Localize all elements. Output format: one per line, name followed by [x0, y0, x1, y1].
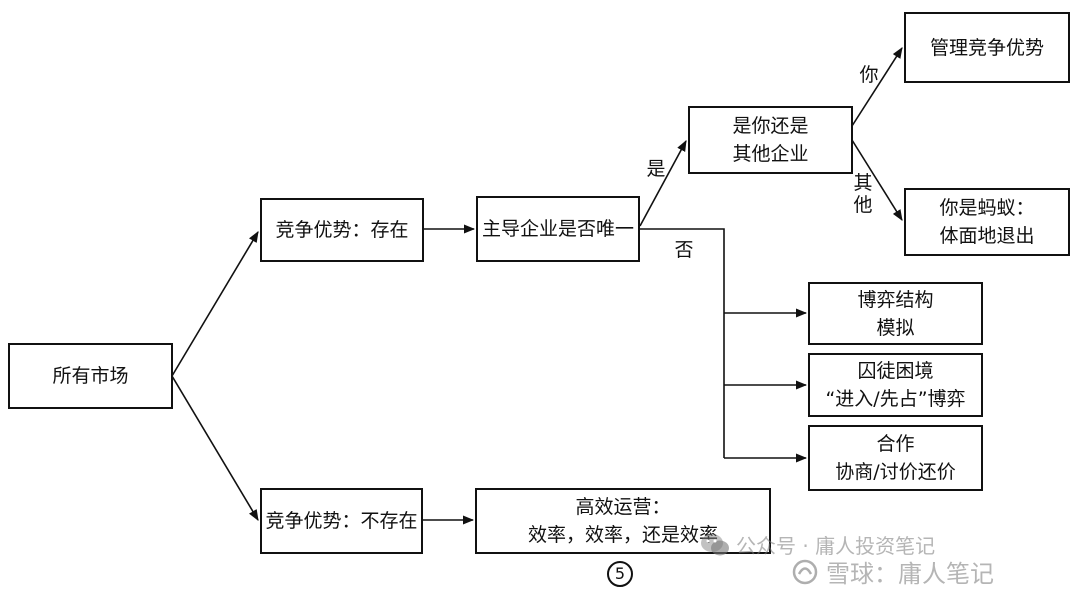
- edge-label-other: 其 他: [853, 172, 873, 216]
- wechat-icon: [701, 533, 729, 555]
- node-game-structure: 博弈结构 模拟: [808, 282, 983, 345]
- edge-label-no: 否: [674, 239, 694, 261]
- edge-all-to-not-exists: [171, 375, 259, 521]
- edge-other-to-ant: [851, 139, 903, 221]
- watermark: 公众号 · 庸人投资笔记: [700, 530, 935, 559]
- node-advantage-exists: 竞争优势：存在: [260, 198, 424, 262]
- edge-label-you: 你: [859, 64, 879, 86]
- edge-no-trunk: [640, 228, 725, 458]
- watermark-wechat-text: 公众号 · 庸人投资笔记: [736, 534, 936, 558]
- edge-you-to-manage: [851, 47, 903, 127]
- watermark-xueqiu: 雪球：庸人笔记: [790, 554, 994, 589]
- node-ant-exit: 你是蚂蚁： 体面地退出: [904, 188, 1070, 256]
- node-all-markets: 所有市场: [8, 343, 173, 409]
- node-you-or-other: 是你还是 其他企业: [688, 106, 853, 174]
- watermark-xueqiu-text: 雪球：庸人笔记: [826, 560, 994, 588]
- edge-label-yes: 是: [646, 158, 666, 180]
- node-prisoners-dilemma: 囚徒困境 “进入/先占”博弈: [808, 353, 983, 417]
- page-number: 5: [607, 561, 633, 587]
- node-dominant-unique: 主导企业是否唯一: [476, 196, 640, 262]
- node-manage-advantage: 管理竞争优势: [904, 12, 1070, 83]
- snowball-icon: [792, 559, 818, 584]
- node-advantage-not-exists: 竞争优势：不存在: [260, 488, 423, 554]
- edge-all-to-exists: [171, 231, 259, 377]
- node-cooperate: 合作 协商/讨价还价: [808, 425, 983, 491]
- edge-yes-to-you-or-other: [639, 140, 687, 227]
